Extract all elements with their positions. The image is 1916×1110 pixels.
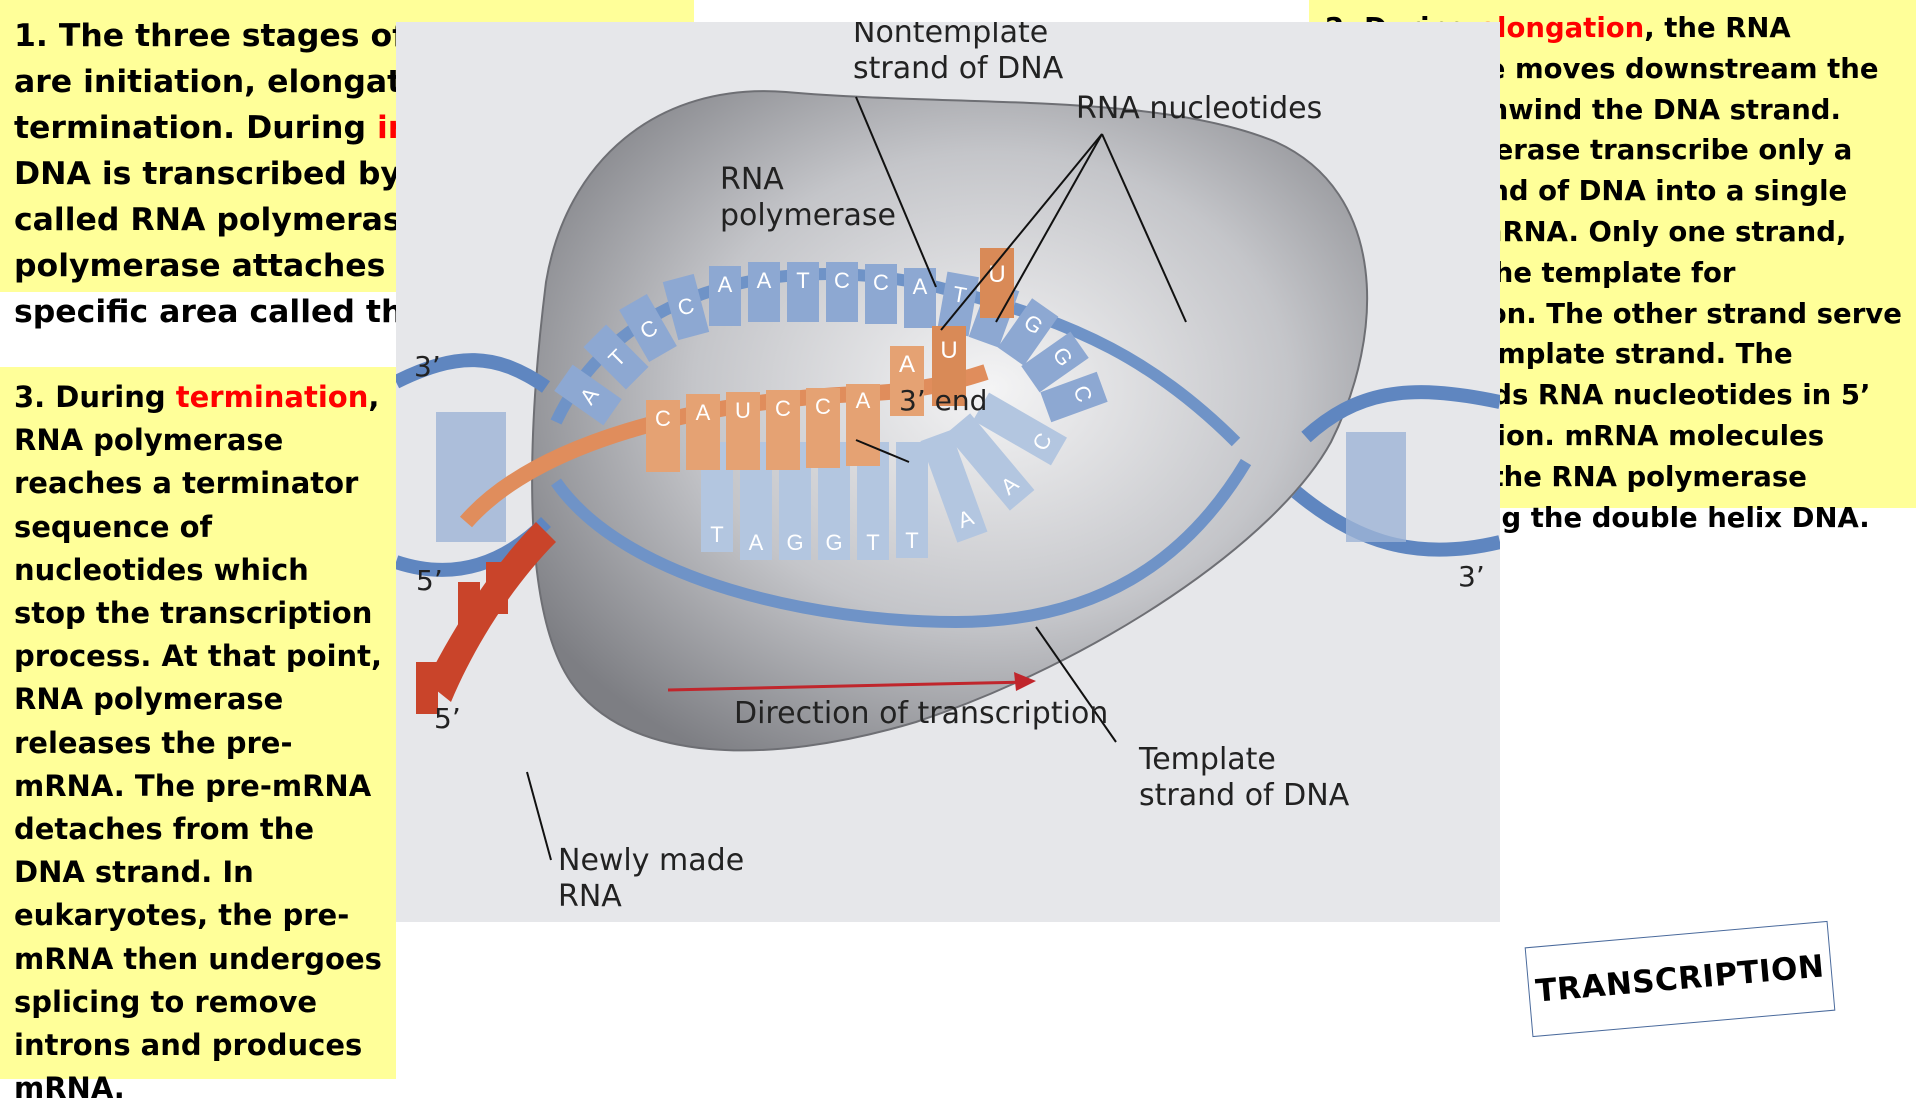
- svg-text:T: T: [866, 530, 879, 555]
- template-base: A: [920, 430, 988, 543]
- rna-bases: C A U C C A A U U: [646, 248, 1014, 472]
- template-base: C: [973, 392, 1067, 466]
- nontemplate-base: G: [1021, 331, 1089, 393]
- rna-base: U: [980, 248, 1014, 318]
- rna-base: A: [890, 346, 924, 416]
- label-template-line1: Template: [1138, 742, 1276, 777]
- nontemplate-base: A: [709, 266, 741, 326]
- leader-rna-nucleotides-2: [995, 133, 1103, 323]
- nontemplate-base: C: [865, 264, 897, 324]
- rna-base: A: [686, 394, 720, 470]
- nontemplate-base: C: [662, 273, 710, 341]
- newly-made-rna-bases: [416, 562, 508, 714]
- svg-text:C: C: [834, 268, 850, 293]
- label-3-prime-top-left: 3’: [414, 350, 441, 383]
- svg-text:G: G: [786, 530, 803, 555]
- svg-text:C: C: [675, 292, 697, 320]
- nontemplate-base: C: [1040, 371, 1108, 423]
- dna-base-pair-right: [1346, 432, 1406, 542]
- rna-base: C: [766, 390, 800, 470]
- nontemplate-base: A: [904, 268, 936, 328]
- rna-base: C: [806, 388, 840, 468]
- label-3-prime-end: 3’ end: [899, 384, 987, 417]
- dna-strand-left-upper: [396, 353, 551, 393]
- dna-strand-right-lower: [1291, 486, 1500, 557]
- note-termination-text-start: 3. During: [14, 380, 176, 414]
- svg-text:C: C: [815, 394, 831, 419]
- label-nontemplate-line1: Nontemplate: [853, 22, 1048, 50]
- template-base: T: [896, 442, 928, 558]
- label-rna-polymerase-line2: polymerase: [720, 198, 896, 233]
- leader-rna-nucleotides-1: [940, 133, 1103, 331]
- svg-text:C: C: [655, 406, 671, 431]
- label-nontemplate-line2: strand of DNA: [853, 51, 1064, 86]
- svg-text:G: G: [825, 530, 842, 555]
- template-backbone: [551, 458, 1252, 629]
- dna-strand-right-upper: [1301, 385, 1500, 443]
- label-template-line2: strand of DNA: [1139, 778, 1350, 813]
- nontemplate-base: T: [583, 324, 649, 390]
- label-newly-made-line1: Newly made: [558, 843, 744, 878]
- transcription-title-text: TRANSCRIPTION: [1534, 948, 1826, 1010]
- label-direction: Direction of transcription: [734, 696, 1108, 731]
- transcription-diagram: A T C C A A T C C A T T G G C T A G G T …: [396, 22, 1500, 922]
- leader-rna-nucleotides-3: [1101, 133, 1187, 323]
- label-rna-nucleotides: RNA nucleotides: [1076, 91, 1322, 126]
- keyword-elongation: elongation: [1478, 12, 1645, 44]
- rna-base: C: [646, 400, 680, 472]
- label-3-prime-right: 3’: [1458, 560, 1485, 593]
- svg-text:T: T: [905, 528, 918, 553]
- leader-3-prime-end: [855, 439, 910, 463]
- nontemplate-base: A: [554, 364, 622, 426]
- label-rna-polymerase-line1: RNA: [720, 162, 784, 197]
- nontemplate-base: C: [619, 294, 677, 362]
- svg-text:U: U: [988, 261, 1005, 288]
- rna-base: U: [726, 392, 760, 470]
- svg-text:U: U: [735, 398, 751, 423]
- svg-text:A: A: [856, 388, 871, 413]
- label-5-prime-mid-left: 5’: [416, 564, 443, 597]
- nontemplate-base: A: [748, 262, 780, 322]
- template-bases: T A G G T T A A C: [701, 392, 1067, 560]
- svg-text:T: T: [796, 268, 809, 293]
- direction-arrowhead-icon: [1014, 672, 1036, 691]
- newly-made-rna-base: [416, 662, 438, 714]
- leader-newly-made-rna: [526, 771, 552, 861]
- svg-text:U: U: [940, 337, 957, 364]
- label-newly-made-line2: RNA: [558, 879, 622, 914]
- svg-text:C: C: [775, 396, 791, 421]
- rna-base: U: [932, 326, 966, 406]
- svg-text:A: A: [718, 272, 733, 297]
- keyword-termination: termination: [175, 380, 369, 414]
- svg-text:A: A: [899, 351, 915, 378]
- svg-text:T: T: [710, 522, 723, 547]
- svg-text:A: A: [749, 530, 764, 555]
- svg-text:A: A: [913, 274, 928, 299]
- template-base: A: [945, 413, 1035, 511]
- newly-made-rna-base: [458, 582, 480, 634]
- label-5-prime-low-left: 5’: [434, 702, 461, 735]
- svg-text:C: C: [873, 270, 889, 295]
- nontemplate-base: T: [787, 262, 819, 322]
- note-termination-text: 3. During termination, RNA polymerase re…: [14, 376, 390, 1110]
- transcription-diagram-svg: A T C C A A T C C A T T G G C T A G G T …: [396, 22, 1500, 914]
- nontemplate-base: G: [997, 298, 1059, 366]
- transcription-title: TRANSCRIPTION: [1524, 920, 1836, 1038]
- rna-polymerase-shape: [531, 90, 1369, 752]
- newly-made-rna-base: [486, 562, 508, 614]
- note-termination: 3. During termination, RNA polymerase re…: [0, 367, 396, 1105]
- note-termination-text-end: , RNA polymerase reaches a terminator se…: [14, 380, 383, 1106]
- direction-arrow-line: [667, 680, 1027, 692]
- nontemplate-base: C: [826, 262, 858, 322]
- leader-template: [1035, 626, 1117, 743]
- leader-nontemplate: [855, 96, 937, 288]
- svg-text:A: A: [696, 400, 711, 425]
- rna-base: A: [846, 384, 880, 466]
- svg-text:A: A: [757, 268, 772, 293]
